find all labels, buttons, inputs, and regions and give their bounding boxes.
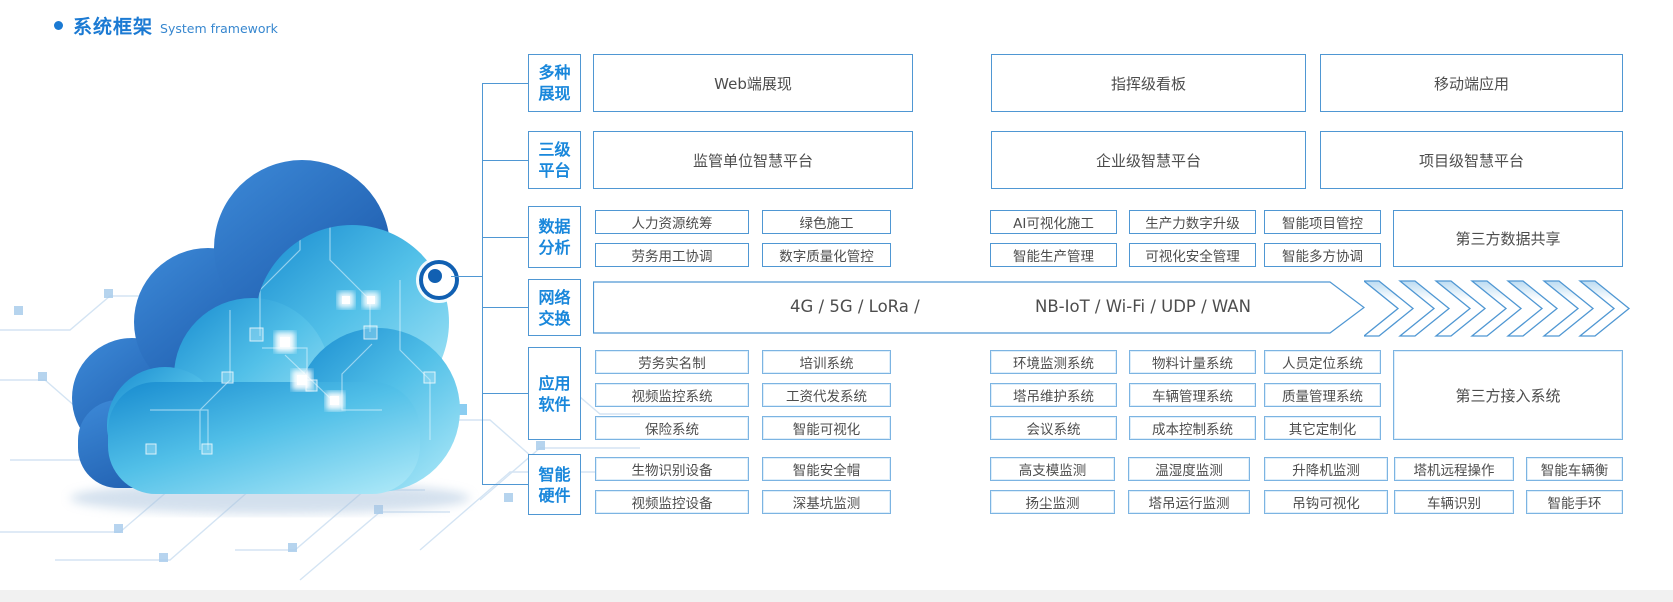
category-label: 软件 bbox=[538, 394, 571, 414]
box-smart-production-mgmt: 智能生产管理 bbox=[990, 243, 1117, 267]
hub-node-dot bbox=[428, 269, 442, 283]
category-data-analysis: 数据 分析 bbox=[528, 206, 581, 268]
box-material-metering: 物料计量系统 bbox=[1129, 350, 1256, 374]
category-label: 分析 bbox=[538, 238, 571, 257]
network-arrow-shape bbox=[593, 281, 1365, 334]
branch-line-platform bbox=[482, 160, 528, 161]
category-label: 展现 bbox=[538, 84, 571, 103]
box-training-system: 培训系统 bbox=[762, 350, 891, 374]
cloud-circuit-traces bbox=[145, 225, 436, 455]
category-label: 智能 bbox=[538, 464, 571, 484]
box-labor-coordination: 劳务用工协调 bbox=[595, 243, 749, 267]
category-multi-display: 多种 展现 bbox=[528, 54, 581, 112]
box-ai-visual-construction: AI可视化施工 bbox=[990, 210, 1117, 234]
box-video-surveillance-device: 视频监控设备 bbox=[595, 490, 749, 514]
box-biometric-device: 生物识别设备 bbox=[595, 457, 749, 481]
network-protocols: 4G / 5G / LoRa / NB-IoT / Wi-Fi / UDP / … bbox=[593, 281, 1330, 333]
page-title-en: System framework bbox=[160, 21, 278, 36]
box-other-customization: 其它定制化 bbox=[1264, 416, 1381, 440]
network-protocols-left: 4G / 5G / LoRa / bbox=[790, 297, 920, 316]
hub-connector-line bbox=[451, 276, 482, 277]
box-command-dashboard: 指挥级看板 bbox=[991, 54, 1306, 112]
box-smart-multiparty-coordination: 智能多方协调 bbox=[1264, 243, 1381, 267]
box-temp-humidity-monitoring: 温湿度监测 bbox=[1128, 457, 1250, 481]
box-enterprise-platform: 企业级智慧平台 bbox=[991, 131, 1306, 189]
box-visual-safety-mgmt: 可视化安全管理 bbox=[1129, 243, 1256, 267]
box-meeting-system: 会议系统 bbox=[990, 416, 1117, 440]
box-hook-visualization: 吊钩可视化 bbox=[1264, 490, 1388, 514]
category-label: 网络 bbox=[538, 287, 571, 307]
box-third-party-access: 第三方接入系统 bbox=[1393, 350, 1623, 440]
box-insurance-system: 保险系统 bbox=[595, 416, 749, 440]
bullet-icon bbox=[54, 21, 63, 30]
branch-line-data bbox=[482, 237, 528, 238]
page-title: 系统框架 System framework bbox=[54, 12, 278, 39]
box-productivity-upgrade: 生产力数字升级 bbox=[1129, 210, 1256, 234]
category-label: 硬件 bbox=[538, 485, 571, 505]
box-video-surveillance-system: 视频监控系统 bbox=[595, 383, 749, 407]
box-cost-control-system: 成本控制系统 bbox=[1129, 416, 1256, 440]
box-labor-real-name: 劳务实名制 bbox=[595, 350, 749, 374]
box-tower-crane-remote: 塔机远程操作 bbox=[1394, 457, 1514, 481]
box-project-platform: 项目级智慧平台 bbox=[1320, 131, 1623, 189]
box-payroll-system: 工资代发系统 bbox=[762, 383, 891, 407]
page-bottom-strip bbox=[0, 590, 1673, 602]
category-three-level-platform: 三级 平台 bbox=[528, 131, 581, 189]
box-smart-helmet: 智能安全帽 bbox=[762, 457, 891, 481]
branch-line-display bbox=[482, 83, 528, 84]
box-web-display: Web端展现 bbox=[593, 54, 913, 112]
box-digital-quality-control: 数字质量化管控 bbox=[762, 243, 891, 267]
cloud-graphic bbox=[0, 160, 640, 581]
category-label: 三级 bbox=[538, 140, 571, 159]
box-hr-planning: 人力资源统筹 bbox=[595, 210, 749, 234]
branch-line-network bbox=[482, 307, 528, 308]
network-protocols-right: NB-IoT / Wi-Fi / UDP / WAN bbox=[1035, 297, 1251, 316]
box-personnel-positioning: 人员定位系统 bbox=[1264, 350, 1381, 374]
box-mobile-app: 移动端应用 bbox=[1320, 54, 1623, 112]
box-deep-pit-monitoring: 深基坑监测 bbox=[762, 490, 891, 514]
box-environment-monitoring: 环境监测系统 bbox=[990, 350, 1117, 374]
box-hoist-monitoring: 升降机监测 bbox=[1264, 457, 1388, 481]
box-tower-crane-maintenance: 塔吊维护系统 bbox=[990, 383, 1117, 407]
category-smart-hardware: 智能 硬件 bbox=[528, 454, 581, 515]
category-label: 数据 bbox=[538, 217, 571, 236]
box-quality-mgmt-system: 质量管理系统 bbox=[1264, 383, 1381, 407]
category-application-software: 应用 软件 bbox=[528, 347, 581, 440]
category-label: 多种 bbox=[538, 63, 571, 82]
box-third-party-data-share: 第三方数据共享 bbox=[1393, 210, 1623, 267]
category-network-exchange: 网络 交换 bbox=[528, 279, 581, 336]
category-label: 交换 bbox=[538, 308, 571, 328]
category-label: 平台 bbox=[538, 161, 571, 180]
branch-line-apps bbox=[482, 393, 528, 394]
chevron-arrows-icon bbox=[1364, 280, 1631, 337]
box-green-construction: 绿色施工 bbox=[762, 210, 891, 234]
box-regulator-platform: 监管单位智慧平台 bbox=[593, 131, 913, 189]
box-smart-visualization: 智能可视化 bbox=[762, 416, 891, 440]
box-vehicle-mgmt-system: 车辆管理系统 bbox=[1129, 383, 1256, 407]
category-label: 应用 bbox=[538, 373, 571, 393]
connector-trunk-line bbox=[482, 83, 483, 484]
box-vehicle-recognition: 车辆识别 bbox=[1394, 490, 1514, 514]
box-formwork-monitoring: 高支模监测 bbox=[990, 457, 1115, 481]
page-title-zh: 系统框架 bbox=[73, 16, 154, 38]
box-dust-monitoring: 扬尘监测 bbox=[990, 490, 1115, 514]
box-smart-wristband: 智能手环 bbox=[1526, 490, 1623, 514]
box-smart-weighbridge: 智能车辆衡 bbox=[1526, 457, 1623, 481]
branch-line-hardware bbox=[482, 484, 528, 485]
box-smart-project-control: 智能项目管控 bbox=[1264, 210, 1381, 234]
box-tower-crane-operation-monitoring: 塔吊运行监测 bbox=[1128, 490, 1250, 514]
